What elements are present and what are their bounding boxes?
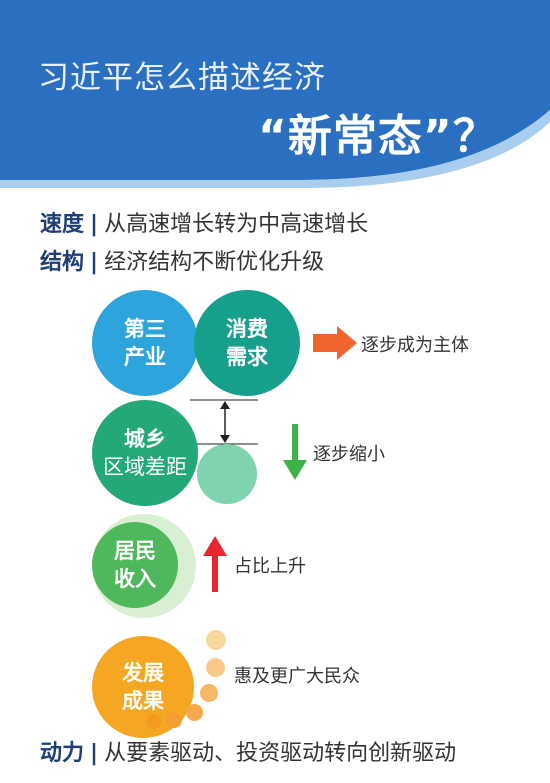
header-background	[0, 0, 550, 188]
urban-rural-gap-circle: 城乡 区域差距	[92, 400, 198, 506]
results-note: 惠及更广大民众	[234, 666, 360, 687]
gap-note: 逐步缩小	[313, 444, 385, 465]
spread-dot	[146, 714, 161, 729]
gap-line-1: 城乡	[124, 427, 166, 451]
arrow-down-icon	[283, 424, 307, 480]
consumption-note: 逐步成为主体	[361, 335, 469, 356]
spread-dot	[206, 630, 226, 650]
gap-small-circle	[197, 444, 257, 504]
tertiary-line-1: 第三	[124, 317, 166, 341]
income-note: 占比上升	[234, 556, 306, 577]
gap-measure-icon	[190, 399, 258, 445]
spread-dot	[166, 712, 182, 728]
structure-separator: |	[90, 250, 99, 275]
speed-key: 速度	[40, 212, 85, 237]
title-line-2: “新常态”？	[258, 111, 498, 162]
residents-income-circle: 居民 收入	[92, 522, 178, 608]
results-line-1: 发展	[122, 661, 164, 685]
tertiary-industry-circle: 第三 产业	[92, 290, 198, 396]
spread-dot	[200, 684, 218, 702]
drive-row: 动力|从要素驱动、投资驱动转向创新驱动	[40, 740, 456, 768]
title-line-1: 习近平怎么描述经济	[38, 60, 326, 96]
consumption-line-1: 消费	[226, 317, 268, 341]
drive-separator: |	[90, 741, 99, 766]
spread-dot	[186, 704, 203, 721]
structure-row: 结构|经济结构不断优化升级	[40, 249, 324, 277]
income-line-2: 收入	[114, 567, 156, 591]
consumption-demand-circle: 消费 需求	[194, 290, 300, 396]
speed-value: 从高速增长转为中高速增长	[104, 212, 369, 237]
arrow-right-icon	[313, 326, 357, 360]
structure-value: 经济结构不断优化升级	[104, 250, 325, 275]
income-line-1: 居民	[114, 539, 156, 563]
header-banner: 习近平怎么描述经济 “新常态”？	[0, 0, 550, 190]
consumption-line-2: 需求	[226, 345, 268, 369]
speed-separator: |	[90, 212, 99, 237]
structure-key: 结构	[40, 250, 85, 275]
drive-value: 从要素驱动、投资驱动转向创新驱动	[104, 741, 457, 766]
speed-row: 速度|从高速增长转为中高速增长	[40, 211, 368, 239]
drive-key: 动力	[40, 741, 85, 766]
results-line-2: 成果	[122, 689, 164, 713]
gap-line-2: 区域差距	[103, 455, 187, 479]
tertiary-line-2: 产业	[124, 345, 166, 369]
arrow-up-icon	[203, 536, 227, 592]
spread-dot	[206, 658, 225, 677]
